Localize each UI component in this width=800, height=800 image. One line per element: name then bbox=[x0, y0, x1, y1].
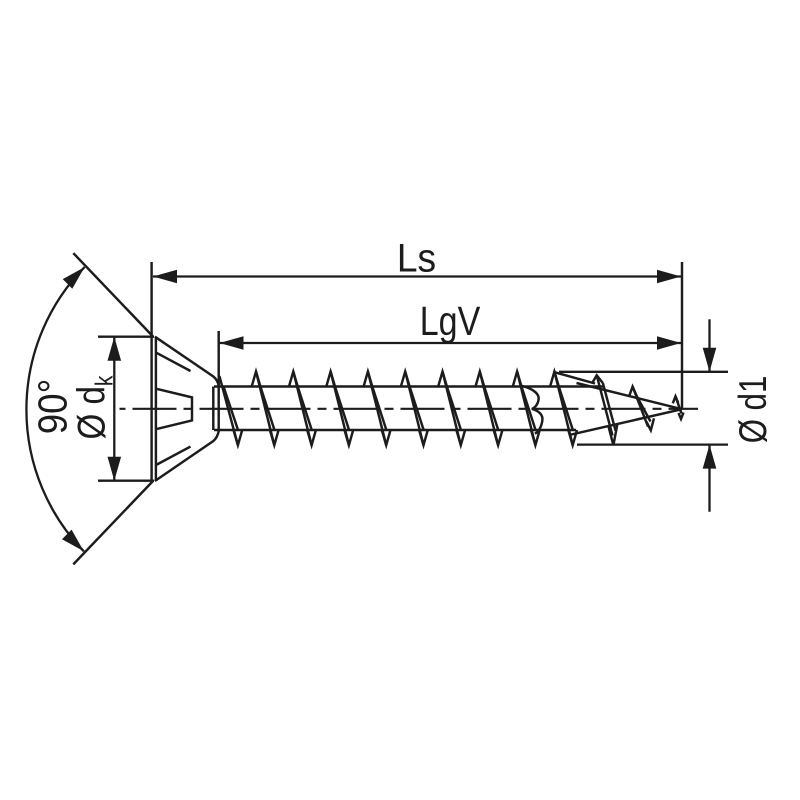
svg-text:90°: 90° bbox=[31, 379, 76, 434]
svg-text:Ls: Ls bbox=[397, 236, 436, 281]
svg-text:Ø d1: Ø d1 bbox=[732, 376, 775, 444]
svg-text:Ø dk: Ø dk bbox=[69, 375, 118, 439]
svg-text:LgV: LgV bbox=[420, 298, 481, 344]
